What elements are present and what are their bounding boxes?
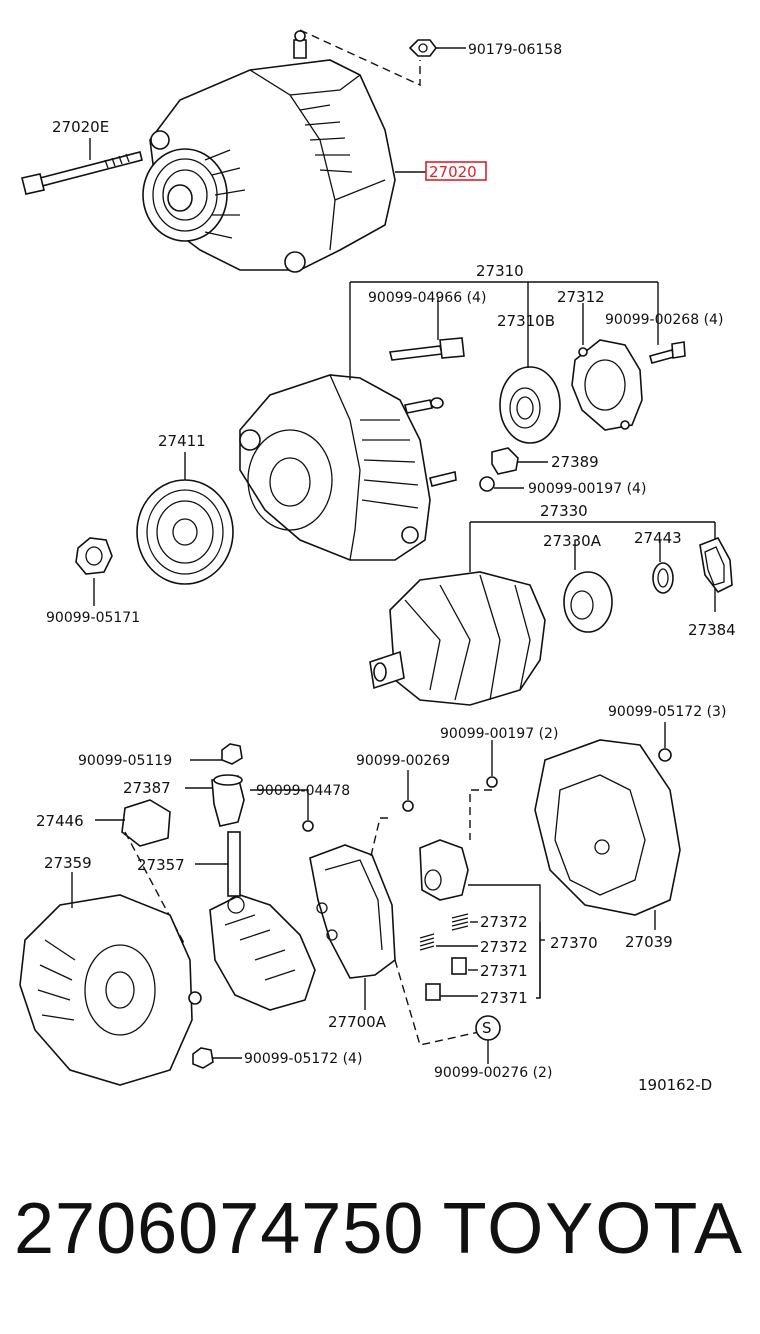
retainer-plate-drawing: [571, 339, 643, 431]
label-27372-upper: 27372: [480, 913, 528, 931]
rear-frame-drawing: [19, 894, 202, 1086]
label-90179-06158: 90179-06158: [468, 42, 562, 58]
label-s-marker: S: [482, 1019, 492, 1037]
label-90099-00197-4: 90099-00197 (4): [528, 481, 646, 497]
label-90099-05172-3: 90099-05172 (3): [608, 704, 726, 720]
bearing-27330A-drawing: [563, 571, 613, 633]
highlight-box-27020: [425, 161, 487, 181]
label-27700A: 27700A: [328, 1013, 387, 1031]
drive-end-frame-drawing: [239, 337, 465, 561]
bearing-27310B-drawing: [499, 366, 561, 444]
label-27020E: 27020E: [52, 118, 109, 136]
label-90099-00197-2: 90099-00197 (2): [440, 726, 558, 742]
label-27370: 27370: [550, 934, 598, 952]
label-90099-04966: 90099-04966 (4): [368, 290, 486, 306]
brand-name: TOYOTA: [442, 1189, 744, 1269]
pulley-27411-drawing: [136, 479, 234, 585]
terminal-insulator-drawing: [211, 774, 245, 827]
rear-end-cover-drawing: [534, 739, 681, 916]
alternator-assembly-drawing: [21, 30, 437, 273]
label-27310B: 27310B: [497, 312, 555, 330]
label-90099-04478: 90099-04478: [256, 783, 350, 799]
brush-holder-drawing: [419, 839, 469, 901]
part-number: 2706074750: [14, 1189, 425, 1269]
label-27371-lower: 27371: [480, 989, 528, 1007]
rectifier-drawing: [209, 831, 316, 1011]
label-27312: 27312: [557, 288, 605, 306]
label-27443: 27443: [634, 529, 682, 547]
label-27330: 27330: [540, 502, 588, 520]
label-27330A: 27330A: [543, 532, 602, 550]
label-27446: 27446: [36, 812, 84, 830]
rotor-27330-drawing: [369, 571, 546, 706]
label-27387: 27387: [123, 779, 171, 797]
label-90099-00268: 90099-00268 (4): [605, 312, 723, 328]
diagram-id: 190162-D: [638, 1076, 712, 1094]
label-27372-lower: 27372: [480, 938, 528, 956]
label-27389: 27389: [551, 453, 599, 471]
label-90099-00276: 90099-00276 (2): [434, 1065, 552, 1081]
label-90099-00269: 90099-00269: [356, 753, 450, 769]
label-27371-upper: 27371: [480, 962, 528, 980]
label-27020: 27020: [429, 163, 477, 181]
regulator-27700A-drawing: [309, 844, 396, 979]
label-90099-05172-4: 90099-05172 (4): [244, 1051, 362, 1067]
label-90099-05119: 90099-05119: [78, 753, 172, 769]
label-27359: 27359: [44, 854, 92, 872]
label-27310: 27310: [476, 262, 524, 280]
nut-90099-05171-drawing: [75, 537, 113, 575]
label-27411: 27411: [158, 432, 206, 450]
label-27357: 27357: [137, 856, 185, 874]
label-27384: 27384: [688, 621, 736, 639]
label-27039: 27039: [625, 933, 673, 951]
part-labels: 90179-06158 27020E 27020 27310 90099-049…: [36, 42, 736, 1094]
alternator-exploded-diagram: 90179-06158 27020E 27020 27310 90099-049…: [19, 29, 736, 1094]
label-90099-05171: 90099-05171: [46, 610, 140, 626]
